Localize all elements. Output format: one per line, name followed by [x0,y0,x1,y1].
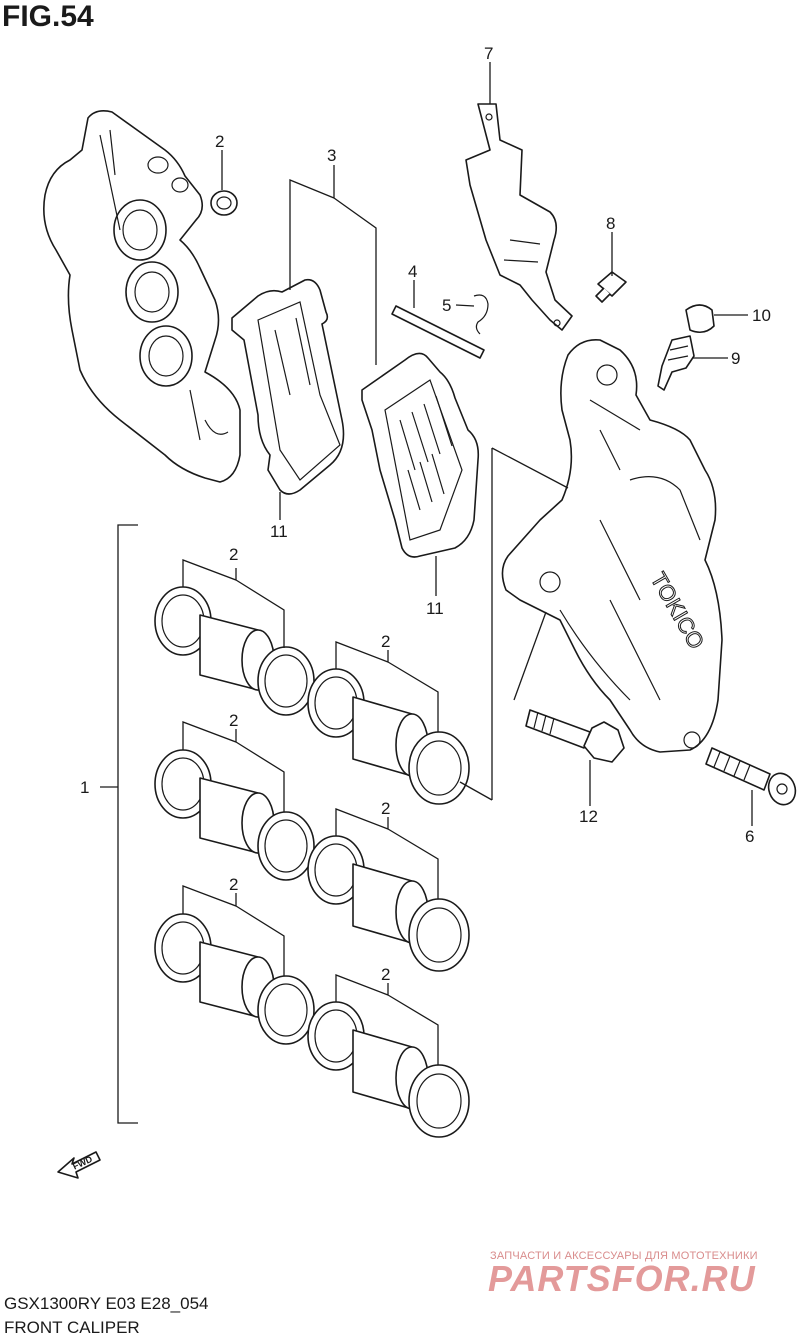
piston-set-5 [307,835,470,972]
section-title: FRONT CALIPER [4,1318,140,1337]
bleeder-valve [657,335,695,391]
piston-set-4 [307,668,470,805]
watermark-site-logo: PARTSFOR.RU [488,1258,756,1299]
forward-direction-arrow-icon: FWD [57,1151,101,1179]
callout-2-seal: 2 [215,132,224,151]
piston-set-3 [154,913,315,1045]
callout-labels: 1 2 2 2 2 2 2 2 3 4 5 6 7 8 9 10 11 11 1… [80,44,771,984]
callout-1: 1 [80,778,89,797]
callout-3: 3 [327,146,336,165]
seal-ring-small [210,190,238,216]
caliper-mount-bolt-6 [705,747,797,806]
caliper-mount-bolt-12 [525,709,625,763]
figure-label: FIG.54 [2,0,94,33]
bracket-bolt [595,271,627,303]
pad-pin [391,305,485,359]
callout-2-piston-3: 2 [229,875,238,894]
model-code: GSX1300RY E03 E28_054 [4,1294,209,1313]
callout-8: 8 [606,214,615,233]
caliper-half-body [43,110,241,483]
brake-pad-right [361,352,480,558]
brake-pad-left [231,278,345,495]
callout-10: 10 [752,306,771,325]
callout-2-piston-5: 2 [381,799,390,818]
callout-2-piston-4: 2 [381,632,390,651]
caliper-half-outer [501,338,723,753]
bleeder-cap [685,304,715,334]
watermark-tagline: ЗАПЧАСТИ И АКСЕССУАРЫ ДЛЯ МОТОТЕХНИКИ [490,1250,758,1262]
callout-2-piston-2: 2 [229,711,238,730]
callout-4: 4 [408,262,417,281]
callout-6: 6 [745,827,754,846]
callout-11-pad-right: 11 [426,599,444,618]
pad-spring-clip [473,294,489,335]
callout-7: 7 [484,44,493,63]
piston-set-2 [154,749,315,881]
callout-2-piston-1: 2 [229,545,238,564]
callout-12: 12 [579,807,598,826]
piston-set-6 [307,1001,470,1138]
piston-set-1 [154,586,315,716]
callout-9: 9 [731,349,740,368]
callout-11-pad-left: 11 [270,522,288,541]
leader-lines [100,62,753,1124]
callout-5: 5 [442,296,451,315]
caliper-bracket-plate [465,103,573,331]
callout-2-piston-6: 2 [381,965,390,984]
